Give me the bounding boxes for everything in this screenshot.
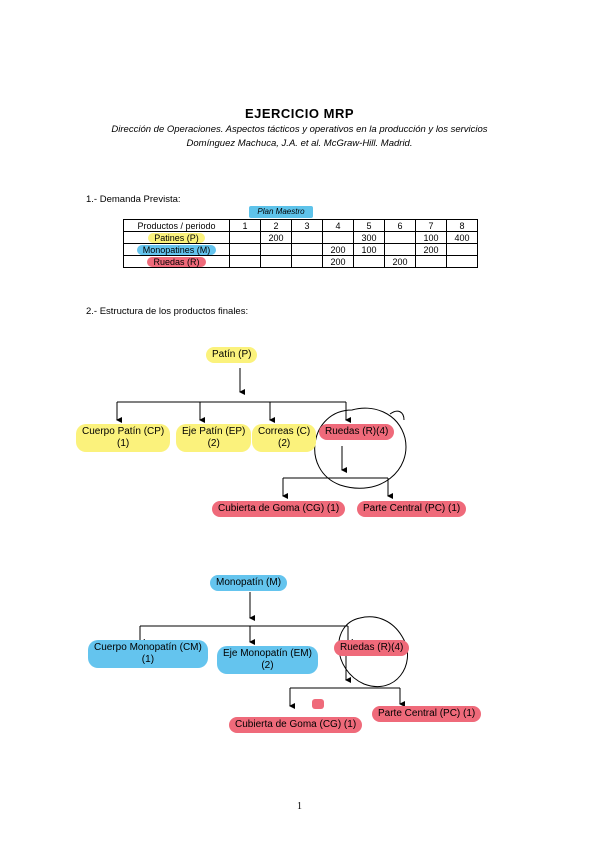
node-patin-root: Patín (P)	[206, 347, 258, 363]
node-cubierta-goma-p: Cubierta de Goma (CG) (1)	[212, 501, 346, 517]
product-ruedas: Ruedas (R)	[147, 256, 206, 267]
table-row: Monopatines (M) 200 100 200	[123, 243, 478, 256]
product-patines: Patines (P)	[148, 232, 205, 243]
highlight-mark	[312, 699, 324, 709]
node-cuerpo-patin: Cuerpo Patín (CP) (1)	[76, 424, 171, 452]
document-title: EJERCICIO MRP	[244, 106, 355, 121]
node-eje-patin: Eje Patín (EP) (2)	[176, 424, 252, 452]
node-parte-central-m: Parte Central (PC) (1)	[372, 706, 482, 722]
node-cubierta-goma-m: Cubierta de Goma (CG) (1)	[229, 717, 363, 733]
subtitle-line-2: Domínguez Machuca, J.A. et al. McGraw-Hi…	[186, 138, 413, 149]
table-header-row: Productos / periodo 1 2 3 4 5 6 7 8	[123, 219, 478, 232]
table-cell: 200	[322, 255, 354, 268]
section-heading-structure: 2.- Estructura de los productos finales:	[86, 306, 249, 317]
node-correas: Correas (C) (2)	[252, 424, 317, 452]
node-monopatin-root: Monopatín (M)	[210, 575, 288, 591]
subtitle-line-1: Dirección de Operaciones. Aspectos tácti…	[111, 124, 488, 135]
handwritten-note: Plan Maestro	[249, 206, 313, 218]
table-row: Ruedas (R) 200 200	[123, 255, 478, 268]
product-monopatines: Monopatines (M)	[136, 244, 217, 255]
page-number: 1	[297, 801, 302, 812]
section-heading-demand: 1.- Demanda Prevista:	[86, 194, 181, 205]
demand-table: Productos / periodo 1 2 3 4 5 6 7 8 Pati…	[123, 219, 478, 268]
node-parte-central-p: Parte Central (PC) (1)	[357, 501, 467, 517]
table-cell	[446, 255, 478, 268]
node-ruedas-m: Ruedas (R)(4)	[334, 640, 410, 656]
node-cuerpo-monopatin: Cuerpo Monopatín (CM) (1)	[88, 640, 208, 668]
table-row: Patines (P) 200 300 100 400	[123, 231, 478, 244]
node-ruedas-p: Ruedas (R)(4)	[319, 424, 395, 440]
node-eje-monopatin: Eje Monopatín (EM) (2)	[217, 646, 318, 674]
